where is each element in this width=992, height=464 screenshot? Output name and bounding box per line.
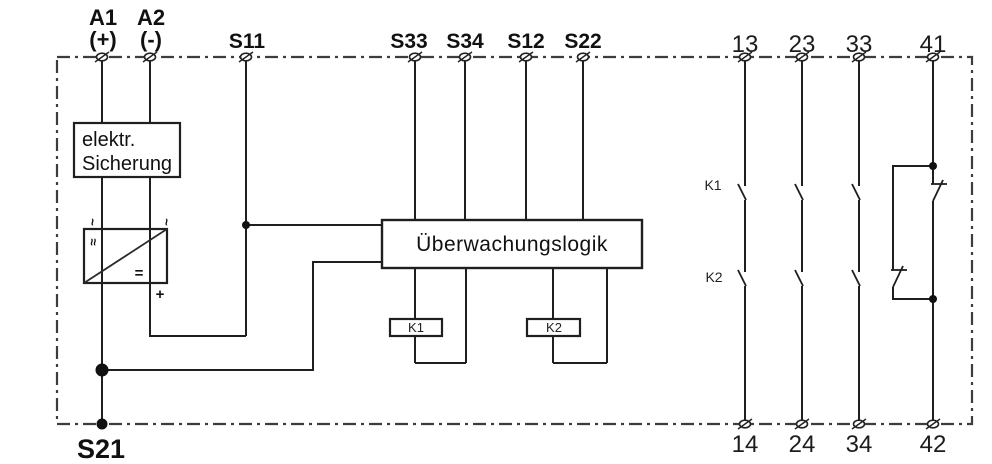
wire-s21-to-logic	[102, 261, 382, 371]
terminal-s33-icon	[407, 51, 423, 63]
junction-dot-41-top	[929, 162, 937, 170]
terminal-14-icon	[737, 418, 753, 430]
terminal-a1-polarity: (+)	[89, 27, 117, 52]
terminal-s22-icon	[575, 51, 591, 63]
terminal-a2-icon	[142, 51, 158, 63]
wire-coil-k2-loop	[552, 268, 608, 364]
contact-row-k2-label: K2	[705, 269, 722, 285]
terminal-a2-label: A2	[137, 5, 165, 30]
terminal-s34-label: S34	[446, 30, 484, 53]
terminal-23-icon	[794, 51, 810, 63]
no-contact-k1-23-icon	[794, 183, 804, 201]
power-converter-block: ~ ~ ≈ = +	[82, 218, 174, 303]
terminal-s21-icon	[96, 418, 108, 430]
junction-dot-41-bottom	[929, 295, 937, 303]
monitoring-logic-label: Überwachungslogik	[416, 233, 608, 256]
relay-coil-k2-label: K2	[546, 320, 562, 335]
junction-dot-s21	[95, 363, 109, 377]
terminal-s12-icon	[518, 51, 534, 63]
plus-mark-icon: +	[156, 286, 165, 303]
fuse-label-line1: elektr.	[82, 129, 135, 151]
terminal-a1-label: A1	[89, 5, 117, 30]
terminal-labels: A1 (+) A2 (-) S11 S33 S34 S12 S22 13 23 …	[77, 5, 946, 464]
terminal-symbols	[94, 51, 941, 430]
wire-coil-k1-loop	[414, 268, 467, 364]
terminal-42-label: 42	[920, 431, 947, 458]
wire-41-42-branch	[892, 165, 933, 300]
contact-row-k1-label: K1	[704, 177, 721, 193]
terminal-s21-label: S21	[77, 434, 125, 464]
terminal-23-label: 23	[789, 31, 816, 58]
electronic-fuse-block: elektr. Sicherung	[72, 121, 182, 179]
terminal-24-icon	[794, 418, 810, 430]
wires	[101, 57, 934, 424]
terminal-33-label: 33	[846, 31, 873, 58]
terminal-34-icon	[851, 418, 867, 430]
relay-coil-k1-label: K1	[408, 320, 424, 335]
nc-contact-k2-41-icon	[891, 265, 907, 288]
no-contact-k1-13-icon	[737, 183, 747, 201]
module-border	[55, 55, 974, 426]
converter-diagonal	[83, 228, 168, 284]
terminal-41-label: 41	[920, 31, 947, 58]
relay-coil-k2: K2	[525, 317, 582, 338]
terminal-s34-icon	[457, 51, 473, 63]
ac-mark-right-icon: ~	[159, 218, 174, 226]
terminal-34-label: 34	[846, 431, 873, 458]
terminal-a2-polarity: (-)	[140, 27, 162, 52]
monitoring-logic-block: Überwachungslogik	[380, 218, 644, 270]
no-contact-k2-33-icon	[851, 269, 861, 287]
contacts	[737, 179, 947, 288]
terminal-s11-label: S11	[229, 30, 266, 53]
no-contact-k2-23-icon	[794, 269, 804, 287]
ac-double-mark-icon: ≈	[86, 238, 101, 245]
terminal-33-icon	[851, 51, 867, 63]
terminal-14-label: 14	[732, 431, 759, 458]
ac-mark-left-icon: ~	[85, 218, 100, 226]
terminal-s33-label: S33	[390, 30, 427, 53]
terminal-s22-label: S22	[564, 30, 601, 53]
terminal-42-icon	[925, 418, 941, 430]
terminal-s11-icon	[238, 51, 254, 63]
junction-dot-s11	[242, 221, 250, 229]
no-contact-k1-33-icon	[851, 183, 861, 201]
terminal-13-icon	[737, 51, 753, 63]
no-contact-k2-13-icon	[737, 269, 747, 287]
terminal-s12-label: S12	[507, 30, 544, 53]
nc-contact-k1-41-icon	[931, 179, 947, 202]
wire-a2-converter-out	[149, 57, 246, 337]
fuse-label-line2: Sicherung	[82, 153, 172, 175]
terminal-13-label: 13	[732, 31, 759, 58]
terminal-24-label: 24	[789, 431, 816, 458]
relay-coil-k1: K1	[388, 317, 444, 338]
terminal-a1-icon	[94, 51, 110, 63]
terminal-41-icon	[925, 51, 941, 63]
dc-mark-icon: =	[135, 265, 144, 282]
